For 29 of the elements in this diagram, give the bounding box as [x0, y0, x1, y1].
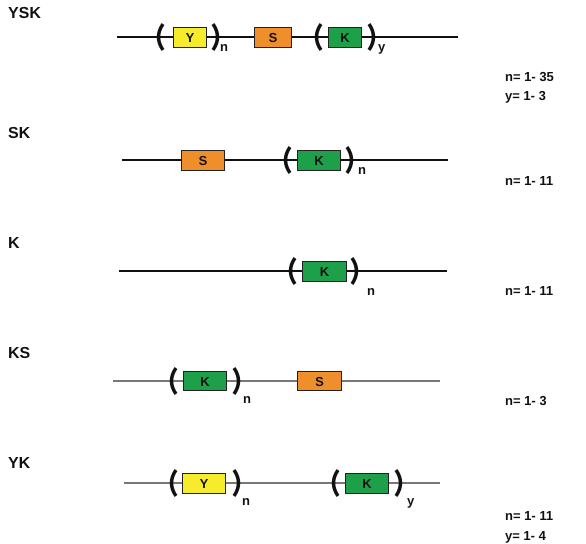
repeat-range-text: n= 1- 3 [505, 394, 547, 407]
repeat-subscript: n [242, 494, 250, 507]
repeat-subscript: n [220, 40, 228, 53]
repeat-subscript: y [407, 494, 414, 507]
domain-box: Y [182, 473, 226, 494]
domain-box: K [328, 27, 362, 48]
domain-box: S [297, 371, 342, 391]
repeat-range-text: n= 1- 11 [505, 509, 554, 522]
repeat-subscript: n [243, 392, 251, 405]
repeat-range-text: n= 1- 35 [505, 70, 554, 83]
domain-box: S [254, 27, 292, 48]
class-label: SK [8, 126, 30, 142]
repeat-subscript: y [378, 40, 386, 53]
class-label: YK [8, 456, 30, 472]
class-label: KS [8, 346, 30, 362]
class-label: K [8, 236, 20, 252]
repeat-range-text: y= 1- 3 [505, 89, 546, 102]
domain-box: S [181, 150, 225, 171]
repeat-subscript: n [358, 163, 366, 176]
domain-box: K [297, 150, 341, 171]
repeat-subscript: n [367, 284, 375, 297]
domain-box: K [345, 473, 389, 494]
repeat-range-text: y= 1- 4 [505, 529, 546, 542]
repeat-range-text: n= 1- 11 [505, 284, 554, 297]
domain-box: K [302, 261, 347, 282]
domain-box: K [183, 371, 227, 391]
class-label: YSK [8, 6, 41, 22]
domain-box: Y [173, 27, 207, 48]
repeat-range-text: n= 1- 11 [505, 174, 554, 187]
